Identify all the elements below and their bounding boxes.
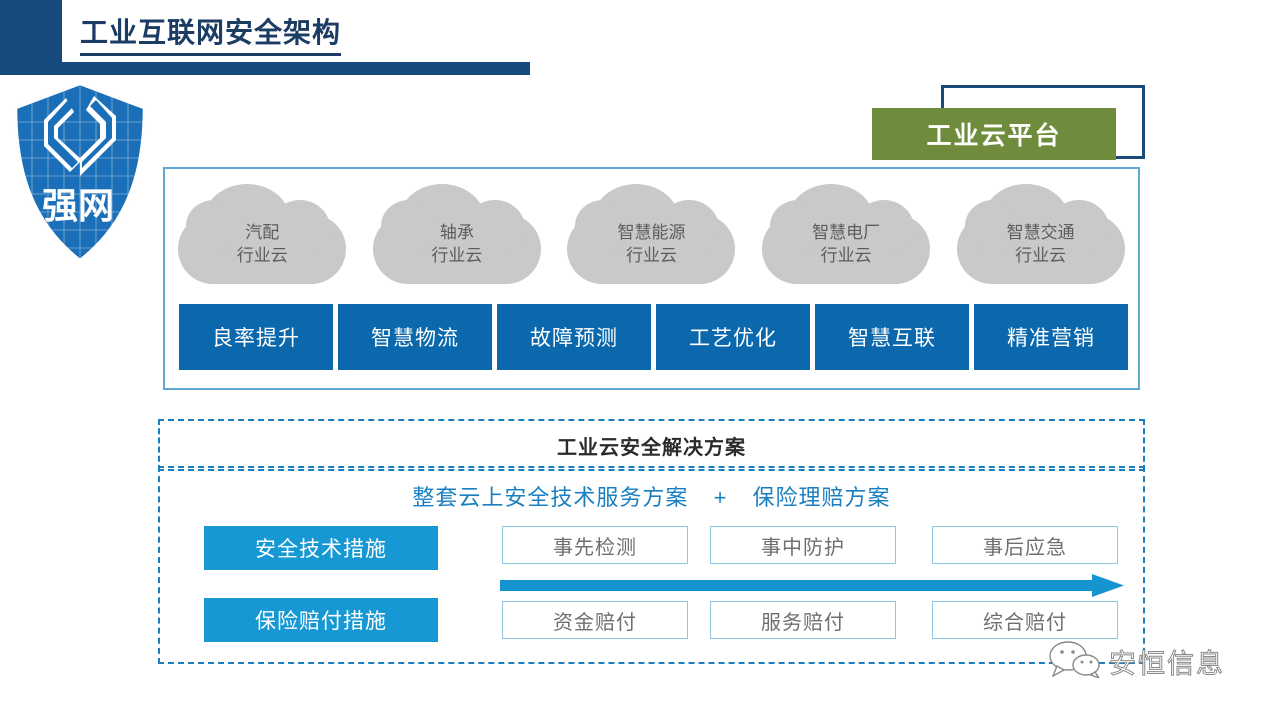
platform-badge-label: 工业云平台 <box>926 122 1062 150</box>
cloud-bump-icon <box>380 200 437 252</box>
watermark: 安恒信息 <box>1047 640 1225 683</box>
cloud-bump-icon <box>186 200 243 252</box>
capability-box[interactable]: 智慧物流 <box>338 304 492 370</box>
claim-box-funds[interactable]: 资金赔付 <box>502 601 688 639</box>
capability-row: 良率提升 智慧物流 故障预测 工艺优化 智慧互联 精准营销 <box>179 304 1128 370</box>
page-title: 工业互联网安全架构 <box>80 17 342 56</box>
cloud-label-line2: 行业云 <box>1015 246 1067 265</box>
cloud-label-line1: 轴承 <box>439 223 474 243</box>
solution-subtitle: 整套云上安全技术服务方案 + 保险理赔方案 <box>160 480 1143 512</box>
watermark-text: 安恒信息 <box>1109 649 1225 680</box>
cloud-label-line1: 智慧电厂 <box>812 223 881 243</box>
cloud-item: 智慧能源 行业云 <box>567 184 736 284</box>
platform-badge: 工业云平台 <box>872 108 1116 160</box>
solution-detail-panel: 整套云上安全技术服务方案 + 保险理赔方案 安全技术措施 保险赔付措施 事先检测… <box>158 466 1145 664</box>
claim-box-combined[interactable]: 综合赔付 <box>932 601 1118 639</box>
capability-box[interactable]: 良率提升 <box>179 304 333 370</box>
cloud-bump-icon <box>964 200 1021 252</box>
solution-subtitle-right: 保险理赔方案 <box>752 485 891 510</box>
capability-box[interactable]: 故障预测 <box>497 304 651 370</box>
wechat-bubble-icon <box>1047 640 1101 683</box>
measure-label-technical[interactable]: 安全技术措施 <box>204 526 438 570</box>
header-accent-block <box>0 0 62 72</box>
cloud-label: 轴承 行业云 <box>431 222 482 268</box>
cloud-item: 轴承 行业云 <box>372 184 541 284</box>
cloud-label-line1: 汽配 <box>245 223 280 243</box>
solution-subtitle-plus: + <box>713 485 728 510</box>
cloud-bump-icon <box>575 200 632 252</box>
cloud-item: 智慧交通 行业云 <box>956 184 1125 284</box>
cloud-label: 智慧能源 行业云 <box>617 222 685 268</box>
capability-box[interactable]: 精准营销 <box>974 304 1128 370</box>
cloud-label-line1: 智慧交通 <box>1006 223 1075 243</box>
cloud-item: 汽配 行业云 <box>178 184 347 284</box>
cloud-label-line2: 行业云 <box>820 246 872 265</box>
qiangwang-shield-logo: 强网 <box>8 78 153 268</box>
phase-box-post-emergency[interactable]: 事后应急 <box>932 526 1118 564</box>
cloud-label-line2: 行业云 <box>625 246 677 265</box>
solution-title: 工业云安全解决方案 <box>557 436 746 459</box>
solution-subtitle-left: 整套云上安全技术服务方案 <box>412 485 689 510</box>
capability-box[interactable]: 智慧互联 <box>815 304 969 370</box>
cloud-label: 智慧交通 行业云 <box>1007 222 1075 268</box>
measure-label-insurance[interactable]: 保险赔付措施 <box>204 598 438 642</box>
cloud-label: 汽配 行业云 <box>237 222 288 268</box>
phase-box-in-protection[interactable]: 事中防护 <box>710 526 896 564</box>
cloud-label-line1: 智慧能源 <box>617 223 686 243</box>
shield-logo-text: 强网 <box>42 185 114 226</box>
header-accent-bar <box>0 62 530 75</box>
cloud-label: 智慧电厂 行业云 <box>812 222 880 268</box>
cloud-bump-icon <box>770 200 827 252</box>
flow-arrow-icon <box>500 573 1124 597</box>
solution-title-panel: 工业云安全解决方案 <box>158 419 1145 471</box>
capability-box[interactable]: 工艺优化 <box>656 304 810 370</box>
industry-cloud-panel: 汽配 行业云 轴承 行业云 智慧能源 行业云 智慧电厂 行业 <box>163 167 1140 390</box>
cloud-label-line2: 行业云 <box>236 246 288 265</box>
claim-box-service[interactable]: 服务赔付 <box>710 601 896 639</box>
cloud-label-line2: 行业云 <box>431 246 483 265</box>
cloud-item: 智慧电厂 行业云 <box>762 184 931 284</box>
industry-cloud-row: 汽配 行业云 轴承 行业云 智慧能源 行业云 智慧电厂 行业 <box>165 183 1138 293</box>
phase-box-pre-detection[interactable]: 事先检测 <box>502 526 688 564</box>
